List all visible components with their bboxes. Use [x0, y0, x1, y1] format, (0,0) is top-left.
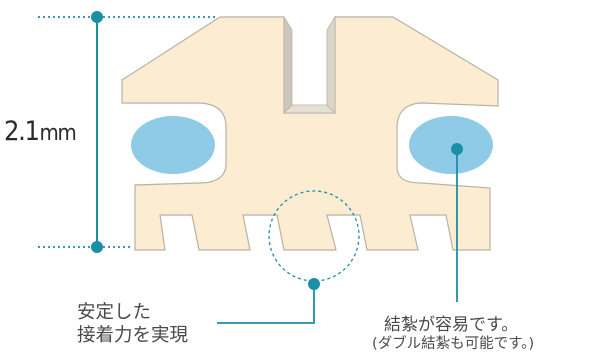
slot-right-wall: [326, 15, 336, 114]
dimension-unit: mm: [39, 121, 77, 146]
dimension-label: 2.1mm: [4, 116, 77, 147]
right-lumen: [409, 116, 493, 174]
adhesion-caption: 安定した 接着力を実現: [77, 302, 188, 347]
adhesion-focus-circle: [268, 190, 360, 282]
adhesion-caption-line2: 接着力を実現: [77, 324, 189, 346]
dimension-top-dot: [91, 11, 103, 23]
bracket-profile: [121, 16, 499, 251]
adhesion-caption-line1: 安定した: [77, 302, 152, 323]
ligation-subcaption: (ダブル結紮も可能です。): [372, 336, 535, 352]
left-callout-dot: [308, 278, 320, 290]
dimension-bottom-dot: [91, 241, 103, 253]
slot-floor: [283, 104, 336, 114]
right-callout-dot: [451, 143, 463, 155]
left-lumen: [131, 116, 215, 174]
dimension-value: 2.1: [4, 116, 40, 147]
ligation-caption: 結紮が容易です。: [384, 315, 519, 335]
left-callout-line: [217, 284, 315, 324]
slot-left-wall: [283, 15, 293, 114]
